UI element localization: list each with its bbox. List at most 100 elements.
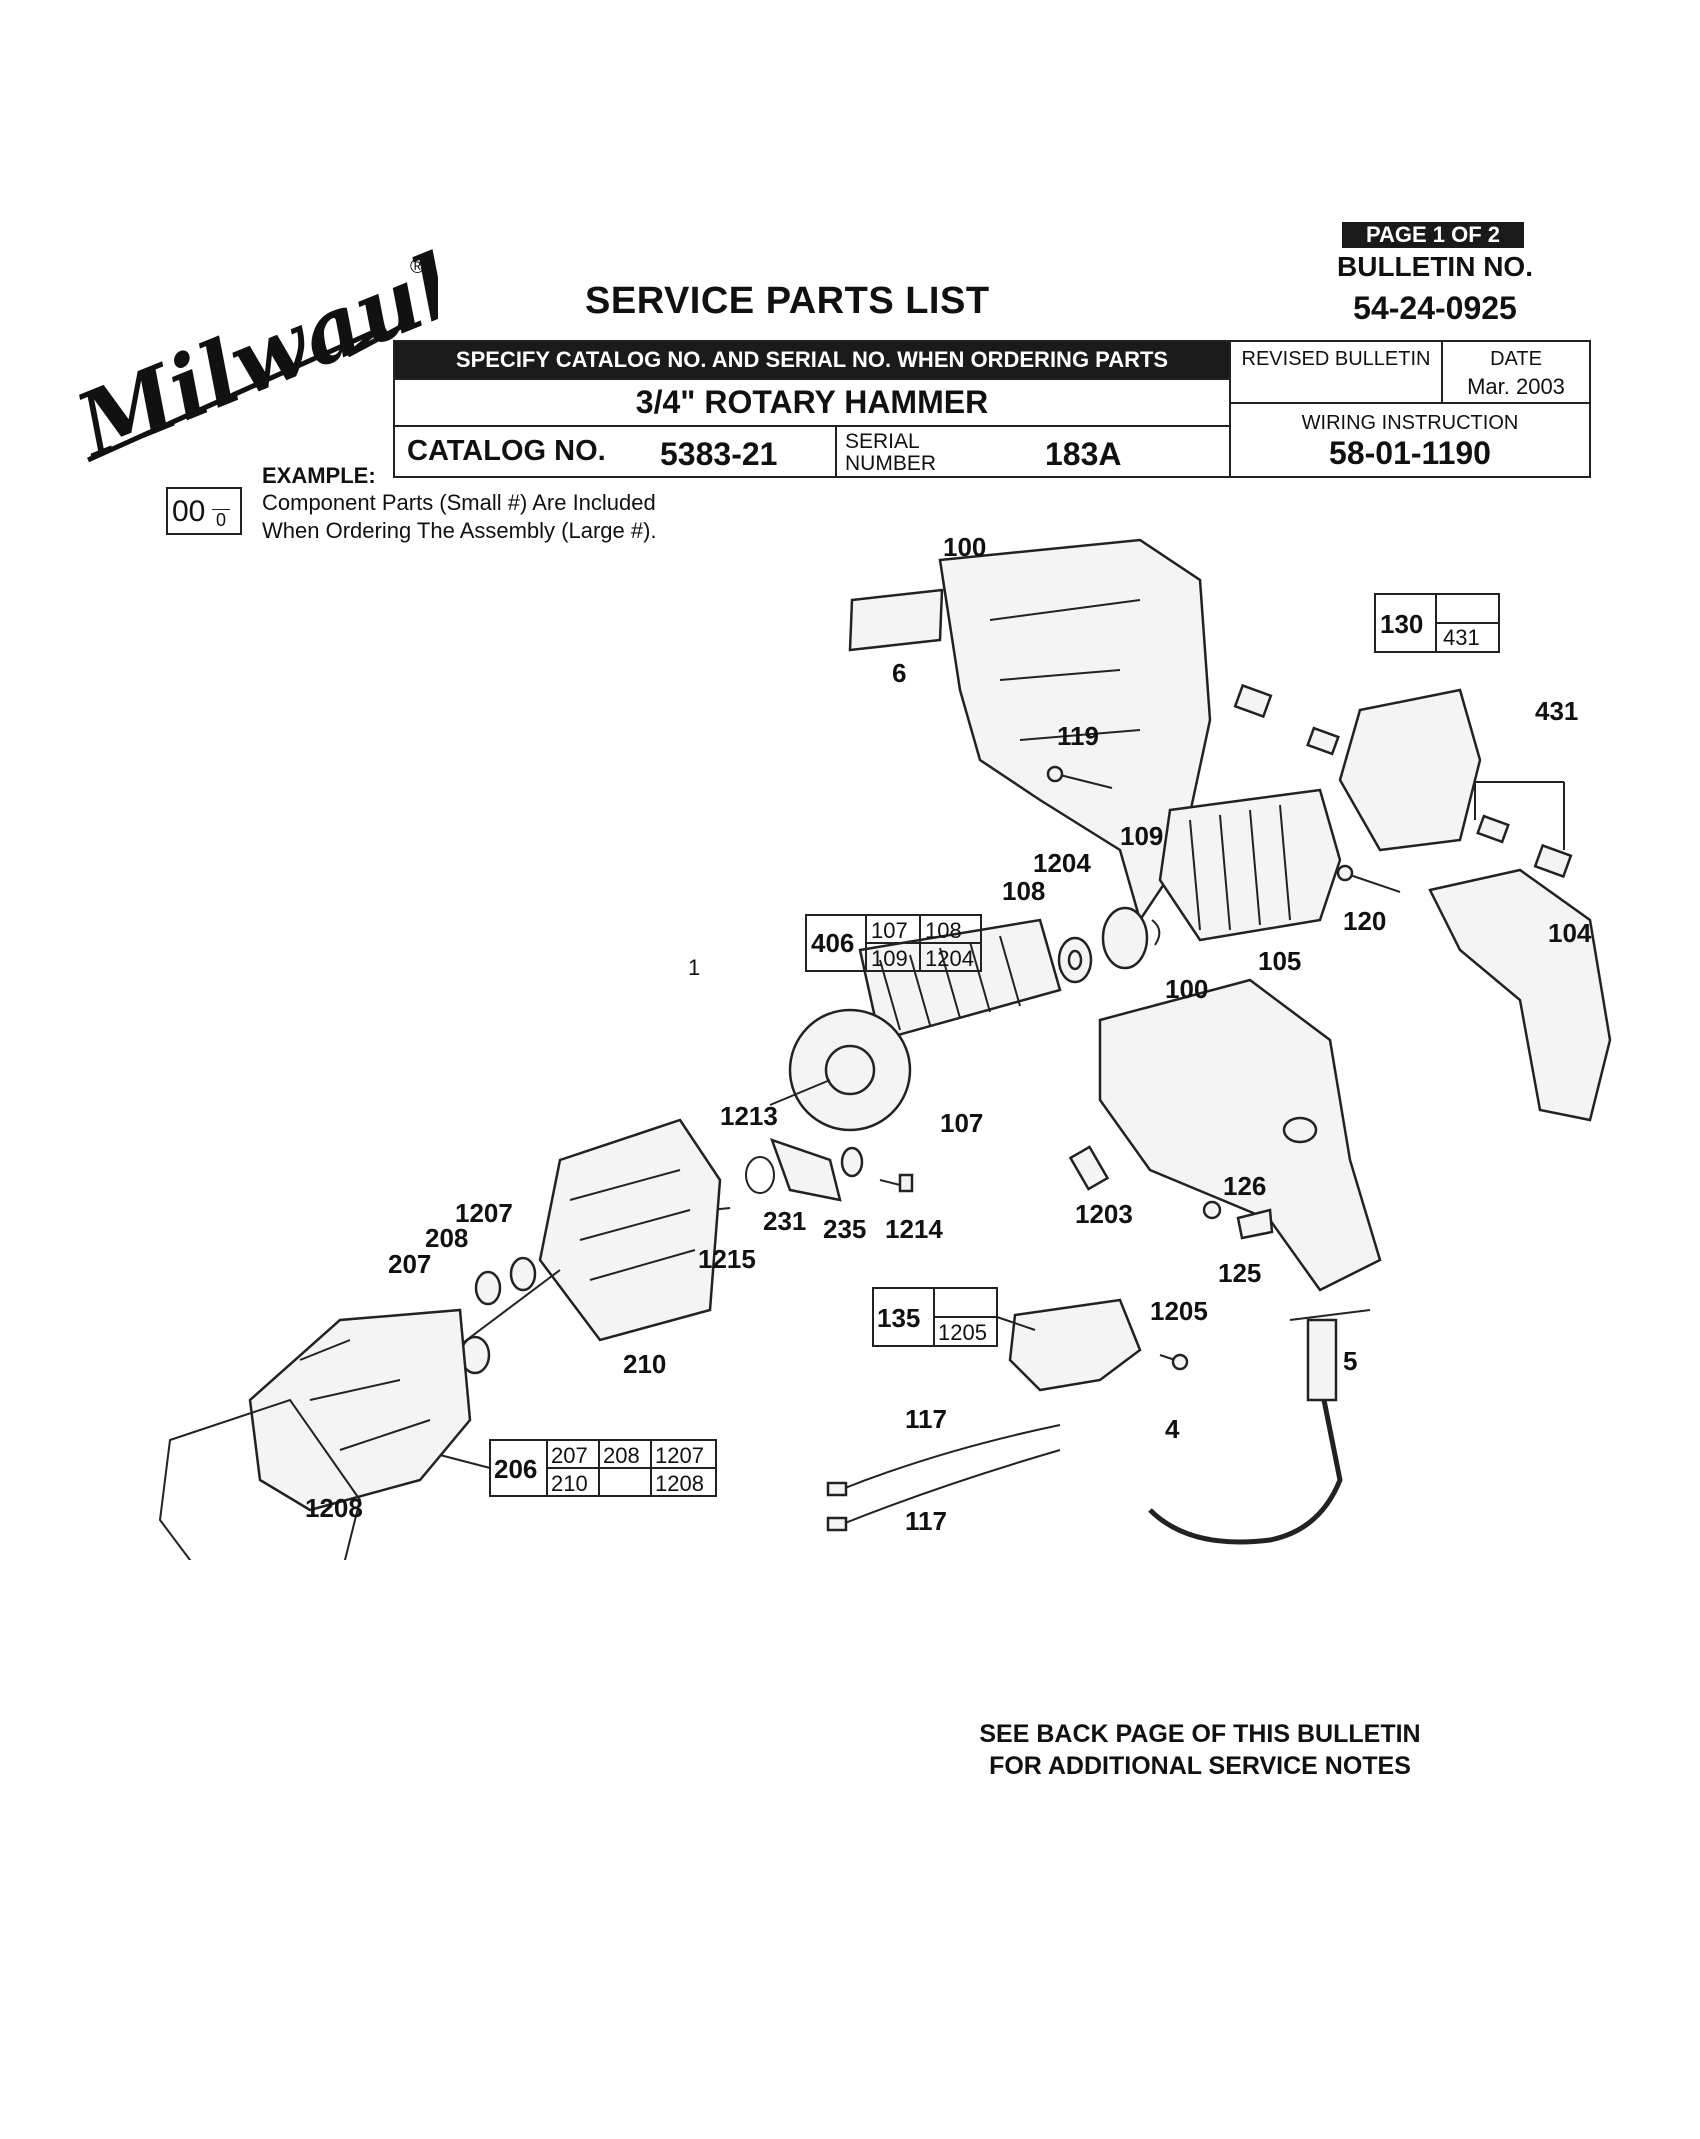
- label-100-mid: 100: [1165, 974, 1208, 1004]
- wiring-label: WIRING INSTRUCTION: [1301, 412, 1519, 434]
- label-126: 126: [1223, 1171, 1266, 1201]
- label-104: 104: [1548, 918, 1592, 948]
- exploded-parts-diagram: 1: [158, 532, 1612, 1560]
- assembly-406-c3: 109: [871, 946, 908, 971]
- assembly-206-c2: 208: [603, 1443, 640, 1468]
- label-1213: 1213: [720, 1101, 778, 1131]
- label-plate: [848, 588, 944, 652]
- assembly-206-c4: 210: [551, 1471, 588, 1496]
- washer-235: [840, 1146, 864, 1178]
- label-207: 207: [388, 1249, 431, 1279]
- assembly-406-c4: 1204: [925, 946, 974, 971]
- label-1207: 1207: [455, 1198, 513, 1228]
- catalog-number: 5383-21: [660, 436, 778, 472]
- catalog-label: CATALOG NO.: [407, 435, 606, 467]
- assembly-406-c2: 108: [925, 918, 962, 943]
- pin-1203: [1068, 1145, 1110, 1191]
- example-label: EXAMPLE:: [262, 463, 376, 488]
- registered-mark: ®: [410, 256, 425, 278]
- label-117-bottom: 117: [905, 1506, 947, 1536]
- baffle-1204: [1101, 906, 1149, 970]
- ring-1213: [745, 1156, 775, 1194]
- lead-117: [839, 1424, 1061, 1491]
- label-1204: 1204: [1033, 848, 1091, 878]
- page-badge: PAGE 1 OF 2: [1342, 222, 1524, 248]
- wiring-number: 58-01-1190: [1329, 435, 1491, 471]
- date-label: DATE: [1490, 348, 1542, 370]
- label-119: 119: [1057, 721, 1099, 751]
- label-231: 231: [763, 1206, 806, 1236]
- screw-126: [1202, 1200, 1222, 1220]
- screw-120: [1349, 874, 1401, 893]
- assembly-130-number: 130: [1380, 609, 1423, 639]
- label-109: 109: [1120, 821, 1163, 851]
- serial-number: 183A: [1045, 436, 1122, 472]
- label-107: 107: [940, 1108, 983, 1138]
- brush-holder: [1338, 688, 1482, 852]
- label-1208: 1208: [305, 1493, 363, 1523]
- assembly-406-number: 406: [811, 928, 854, 958]
- milwaukee-logo: Milwaukee ®: [60, 245, 438, 475]
- example-assembly-number: 00: [172, 495, 206, 528]
- label-210: 210: [623, 1349, 666, 1379]
- label-6: 6: [892, 658, 906, 688]
- label-125: 125: [1218, 1258, 1261, 1288]
- switch: [1008, 1298, 1142, 1392]
- label-1203: 1203: [1075, 1199, 1133, 1229]
- footer-note-line-1: SEE BACK PAGE OF THIS BULLETIN: [979, 1720, 1421, 1748]
- assembly-130-box: 130 431: [1374, 593, 1500, 653]
- label-4: 4: [1165, 1414, 1180, 1444]
- screw-1214: [879, 1179, 901, 1186]
- specify-note: SPECIFY CATALOG NO. AND SERIAL NO. WHEN …: [395, 342, 1229, 378]
- assembly-206-box: 206 207 208 1207 210 1208: [439, 1439, 717, 1497]
- label-235: 235: [823, 1214, 866, 1244]
- label-431: 431: [1535, 696, 1578, 726]
- assembly-135-component: 1205: [938, 1320, 987, 1345]
- assembly-406-c1: 107: [871, 918, 908, 943]
- clip-125: [1236, 1208, 1274, 1240]
- assembly-206-c1: 207: [551, 1443, 588, 1468]
- screw-119: [1059, 774, 1113, 789]
- logo-wordmark: Milwaukee: [60, 245, 438, 475]
- bearing-1207: [509, 1256, 537, 1292]
- handle-cover: [1428, 868, 1612, 1122]
- assembly-130-component: 431: [1443, 625, 1480, 650]
- label-117-top: 117: [905, 1404, 947, 1434]
- serial-label: SERIAL: [845, 430, 920, 453]
- assembly-206-number: 206: [494, 1454, 537, 1484]
- plate-231: [769, 1137, 842, 1202]
- bulletin-label: BULLETIN NO.: [1337, 251, 1533, 282]
- document-title: SERVICE PARTS LIST: [585, 280, 990, 322]
- header-table: SPECIFY CATALOG NO. AND SERIAL NO. WHEN …: [393, 340, 1591, 478]
- label-208: 208: [425, 1223, 468, 1253]
- footer-note-line-2: FOR ADDITIONAL SERVICE NOTES: [989, 1752, 1411, 1780]
- stray-mark: 1: [688, 955, 700, 980]
- label-108: 108: [1002, 876, 1045, 906]
- strain-relief-5: [1306, 1318, 1338, 1402]
- cord-4: [1148, 1379, 1343, 1545]
- gasket-1208: [158, 1398, 362, 1560]
- example-text-1: Component Parts (Small #) Are Included: [262, 490, 656, 515]
- label-1214: 1214: [885, 1214, 943, 1244]
- assembly-135-box: 135 1205: [872, 1287, 1036, 1347]
- bulletin-number: 54-24-0925: [1353, 290, 1517, 326]
- part-labels: 100 6 119 109 1204 108 105 120 104 100 4…: [305, 532, 1592, 1536]
- example-text-2: When Ordering The Assembly (Large #).: [262, 518, 657, 543]
- assembly-135-number: 135: [877, 1303, 920, 1333]
- label-100-top: 100: [943, 532, 986, 562]
- serial-label-2: NUMBER: [845, 452, 937, 475]
- label-1215: 1215: [698, 1244, 756, 1274]
- example-component-number: 0: [212, 509, 231, 531]
- product-name: 3/4" ROTARY HAMMER: [635, 384, 989, 420]
- label-1205: 1205: [1150, 1296, 1208, 1326]
- assembly-206-c3: 1207: [655, 1443, 704, 1468]
- ring-109: [1151, 919, 1161, 946]
- assembly-406-box: 406 107 108 109 1204: [805, 914, 982, 972]
- assembly-206-c6: 1208: [655, 1471, 704, 1496]
- gear-case: [248, 1308, 472, 1512]
- bearing-208: [474, 1270, 502, 1306]
- revised-bulletin-label: REVISED BULLETIN: [1241, 348, 1431, 370]
- label-120: 120: [1343, 906, 1386, 936]
- shroud-210: [538, 1118, 722, 1342]
- field-assembly: [1158, 788, 1342, 942]
